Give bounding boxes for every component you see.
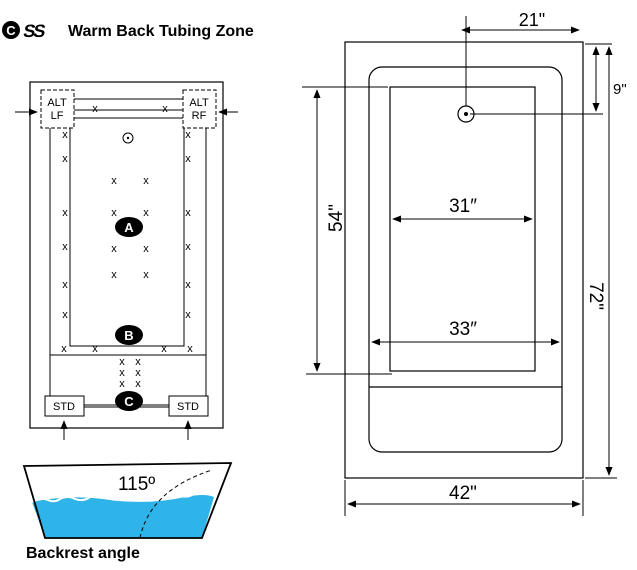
jet-mark: x (135, 378, 141, 390)
zone-b-badge (115, 325, 143, 345)
inner-length-label: 54" (326, 204, 347, 232)
port-labels: ALT LF ALT RF STD STD (47, 97, 209, 413)
zone-badges: A B C (115, 217, 143, 411)
jet-mark: x (143, 175, 149, 187)
jet-mark: x (185, 241, 191, 253)
zone-a-letter: A (124, 220, 134, 235)
section-header: C SS Warm Back Tubing Zone (2, 21, 254, 41)
jet-mark: x (187, 343, 193, 355)
section-badge (2, 21, 20, 39)
jet-mark: x (185, 279, 191, 291)
jet-mark: x (62, 153, 68, 165)
drain-offset-label: 9" (613, 81, 627, 98)
backrest-illustration: 115º Backrest angle (22, 462, 233, 562)
jet-mark: x (111, 269, 117, 281)
alt-lf-label-line1: ALT (47, 97, 67, 109)
zone-a-badge (115, 217, 143, 237)
jet-mark: x (119, 378, 125, 390)
jet-mark: x (135, 356, 141, 368)
jet-mark: x (92, 103, 98, 115)
jet-mark: x (161, 343, 167, 355)
jet-mark: x (143, 269, 149, 281)
alt-lf-port (40, 89, 75, 129)
jet-mark: x (162, 103, 168, 115)
alt-rf-label-line2: RF (192, 110, 207, 122)
std-left-port (44, 395, 85, 417)
basin-width-label: 31″ (449, 196, 477, 217)
jet-mark: x (185, 309, 191, 321)
jet-mark: x (62, 279, 68, 291)
jet-mark: x (185, 153, 191, 165)
outer-width-label: 42" (449, 483, 477, 504)
zone-c-badge (115, 391, 143, 411)
warm-back-symbol-icon: SS (22, 21, 47, 41)
dimension-labels: 21" 9" 54" 72" 31″ 33″ 42" (326, 10, 627, 504)
drain-large-center (464, 112, 468, 116)
jet-mark: x (119, 367, 125, 379)
zone-c-letter: C (124, 394, 134, 409)
jet-mark: x (185, 207, 191, 219)
basin-floor (389, 86, 536, 372)
jet-mark: x (111, 207, 117, 219)
jet-mark: x (135, 367, 141, 379)
tubing-loop-inner (69, 117, 185, 347)
jet-mark: x (119, 356, 125, 368)
top-offset-label: 21" (519, 10, 545, 30)
tub-profile (22, 462, 233, 539)
tub-dimension-drawing (302, 16, 617, 516)
tub-rim (368, 66, 563, 453)
std-right-label: STD (177, 401, 199, 413)
std-right-port (168, 395, 209, 417)
section-title: Warm Back Tubing Zone (68, 23, 254, 40)
backrest-caption: Backrest angle (26, 545, 140, 562)
drain-icon (122, 132, 134, 144)
jet-mark: x (62, 309, 68, 321)
outer-length-label: 72" (585, 282, 606, 310)
jet-mark: x (143, 243, 149, 255)
tubing-plan (15, 81, 238, 440)
jet-mark: x (92, 343, 98, 355)
alt-lf-label-line2: LF (51, 110, 64, 122)
floor-width-label: 33″ (449, 319, 477, 340)
jet-mark: x (61, 343, 67, 355)
std-left-label: STD (53, 401, 75, 413)
section-badge-letter: C (6, 23, 16, 38)
jet-mark: x (111, 175, 117, 187)
tubing-loop-outer (49, 98, 207, 408)
jet-mark: x (185, 129, 191, 141)
angle-arc (139, 469, 213, 539)
jet-mark: x (143, 207, 149, 219)
jet-mark: x (111, 243, 117, 255)
zone-b-letter: B (124, 328, 133, 343)
tub-outline (29, 81, 224, 429)
water-fill (32, 495, 214, 538)
angle-value: 115º (118, 474, 155, 495)
drain-center-icon (126, 136, 130, 140)
jet-mark: x (62, 241, 68, 253)
jet-mark: x (62, 129, 68, 141)
alt-rf-label-line1: ALT (189, 97, 209, 109)
jet-mark: x (62, 207, 68, 219)
outer-deck (344, 41, 584, 479)
alt-rf-port (182, 89, 217, 129)
